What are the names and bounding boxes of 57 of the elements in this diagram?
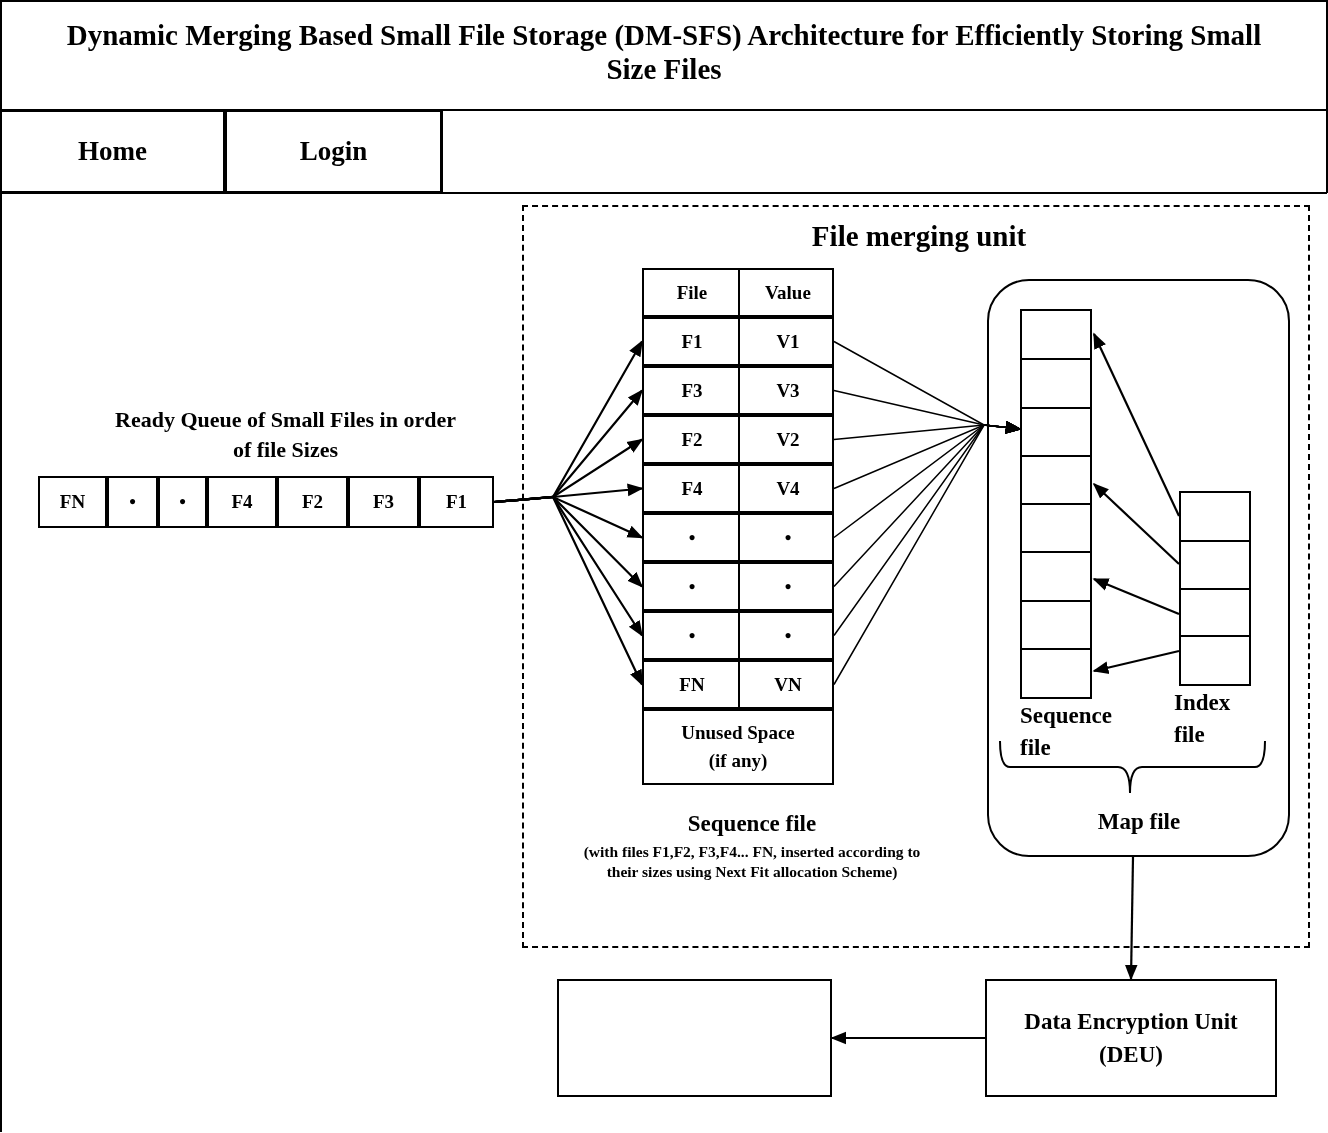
- arrow: [493, 495, 643, 686]
- column-header: File: [675, 280, 709, 305]
- arrow: [1092, 649, 1180, 674]
- row-text: V4: [775, 476, 801, 501]
- row-text: •: [687, 574, 697, 599]
- row-text: VN: [773, 672, 803, 697]
- map-file-panel: [987, 279, 1290, 857]
- page-title: Dynamic Merging Based Small File Storage (DM-SFS) Architecture for Efficiently Storing Small Size Files: [65, 18, 1263, 86]
- table-row: [642, 366, 834, 415]
- arrow: [1092, 482, 1180, 565]
- row-text: F4: [680, 476, 704, 501]
- nav-tab: Home: [0, 110, 225, 193]
- table-caption: Sequence file: [686, 810, 818, 838]
- dashed-panel: [522, 205, 1310, 948]
- row-text: •: [783, 574, 793, 599]
- row-text: F2: [680, 427, 704, 452]
- table-header-row: [642, 268, 834, 317]
- queue-slot: •: [107, 476, 158, 528]
- table-note: (with files F1,F2, F3,F4... FN, inserted according to their sizes using Next Fit allocation Scheme): [582, 842, 922, 882]
- table-row: [642, 464, 834, 513]
- row-text: •: [687, 525, 697, 550]
- row-text: F1: [680, 329, 704, 354]
- queue-slot: F3: [348, 476, 419, 528]
- arrow: [1093, 332, 1180, 517]
- queue-heading: Ready Queue of Small Files in order of file Sizes: [114, 406, 457, 464]
- column-label: Sequence file: [1020, 702, 1113, 762]
- table-row: [642, 611, 834, 660]
- column-header: Value: [764, 280, 812, 305]
- table-row: [642, 317, 834, 366]
- queue-slot: FN: [38, 476, 107, 528]
- row-text: V2: [775, 427, 801, 452]
- panel-label: Map file: [1096, 808, 1182, 836]
- row-text: F3: [680, 378, 704, 403]
- row-text: V3: [775, 378, 801, 403]
- row-text: •: [783, 623, 793, 648]
- panel-heading: File merging unit: [810, 219, 1028, 253]
- row-text: V1: [775, 329, 801, 354]
- encryption-unit-box: Data Encryption Unit (DEU): [985, 979, 1277, 1097]
- queue-slot: F1: [419, 476, 494, 528]
- arrow: [830, 1031, 985, 1045]
- table-row: [642, 415, 834, 464]
- column-label: Index file: [1174, 689, 1232, 749]
- row-text: •: [783, 525, 793, 550]
- queue-slot: F4: [207, 476, 277, 528]
- table-row: [642, 513, 834, 562]
- arrow: [1124, 857, 1138, 981]
- empty-box: [557, 979, 832, 1097]
- table-row: [642, 660, 834, 709]
- row-text: •: [687, 623, 697, 648]
- queue-slot: •: [158, 476, 207, 528]
- nav-tab: Login: [225, 110, 442, 193]
- arrow: [1092, 578, 1180, 615]
- queue-slot: F2: [277, 476, 348, 528]
- unused-space-row: Unused Space (if any): [642, 709, 834, 785]
- row-text: FN: [678, 672, 706, 697]
- table-row: [642, 562, 834, 611]
- arrow: [833, 421, 1022, 686]
